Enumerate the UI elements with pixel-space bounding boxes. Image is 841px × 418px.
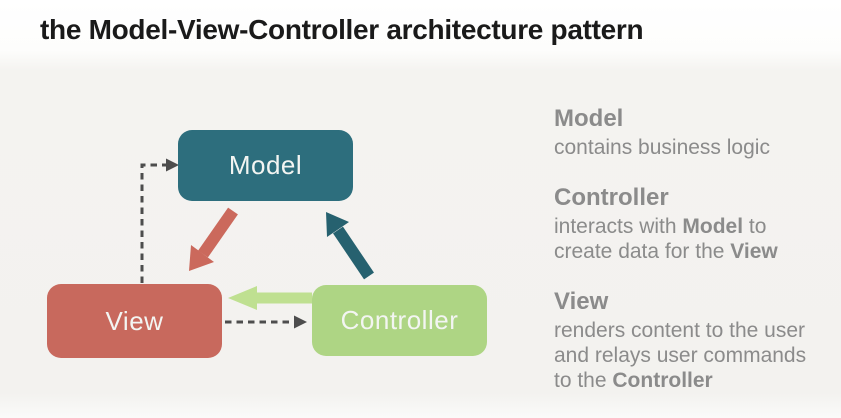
controller-box-label: Controller (340, 305, 459, 335)
arrow-model-to-view-salmon (189, 207, 238, 271)
page-title: the Model-View-Controller architecture p… (40, 14, 644, 45)
legend-heading-controller: Controller (554, 184, 669, 211)
legend-section-view: View renders content to the user and rel… (554, 287, 836, 393)
legend-text-view-line3: to the Controller (554, 369, 713, 392)
legend-heading-model: Model (554, 105, 624, 132)
legend-heading-view: View (554, 288, 609, 315)
controller-box: Controller (312, 285, 487, 356)
legend-text-controller-line2: create data for the View (554, 240, 778, 263)
arrow-view-to-controller-dashed (225, 315, 307, 329)
arrow-controller-to-model-teal (326, 212, 374, 280)
legend-text-model: contains business logic (554, 136, 770, 159)
legend-text-view-line2: and relays user commands (554, 344, 807, 367)
view-box: View (47, 284, 222, 358)
legend-section-model: Model contains business logic (554, 104, 836, 160)
legend: Model contains business logic Controller… (554, 104, 836, 416)
arrow-controller-to-view-green (228, 286, 312, 310)
model-box: Model (178, 130, 353, 201)
legend-text-view-line1: renders content to the user (554, 319, 805, 342)
arrow-view-to-model-dashed (140, 158, 179, 283)
legend-text-controller-line1: interacts with Model to (554, 215, 767, 238)
view-box-label: View (105, 305, 164, 336)
legend-section-controller: Controller interacts with Model to creat… (554, 183, 836, 264)
model-box-label: Model (228, 150, 303, 180)
